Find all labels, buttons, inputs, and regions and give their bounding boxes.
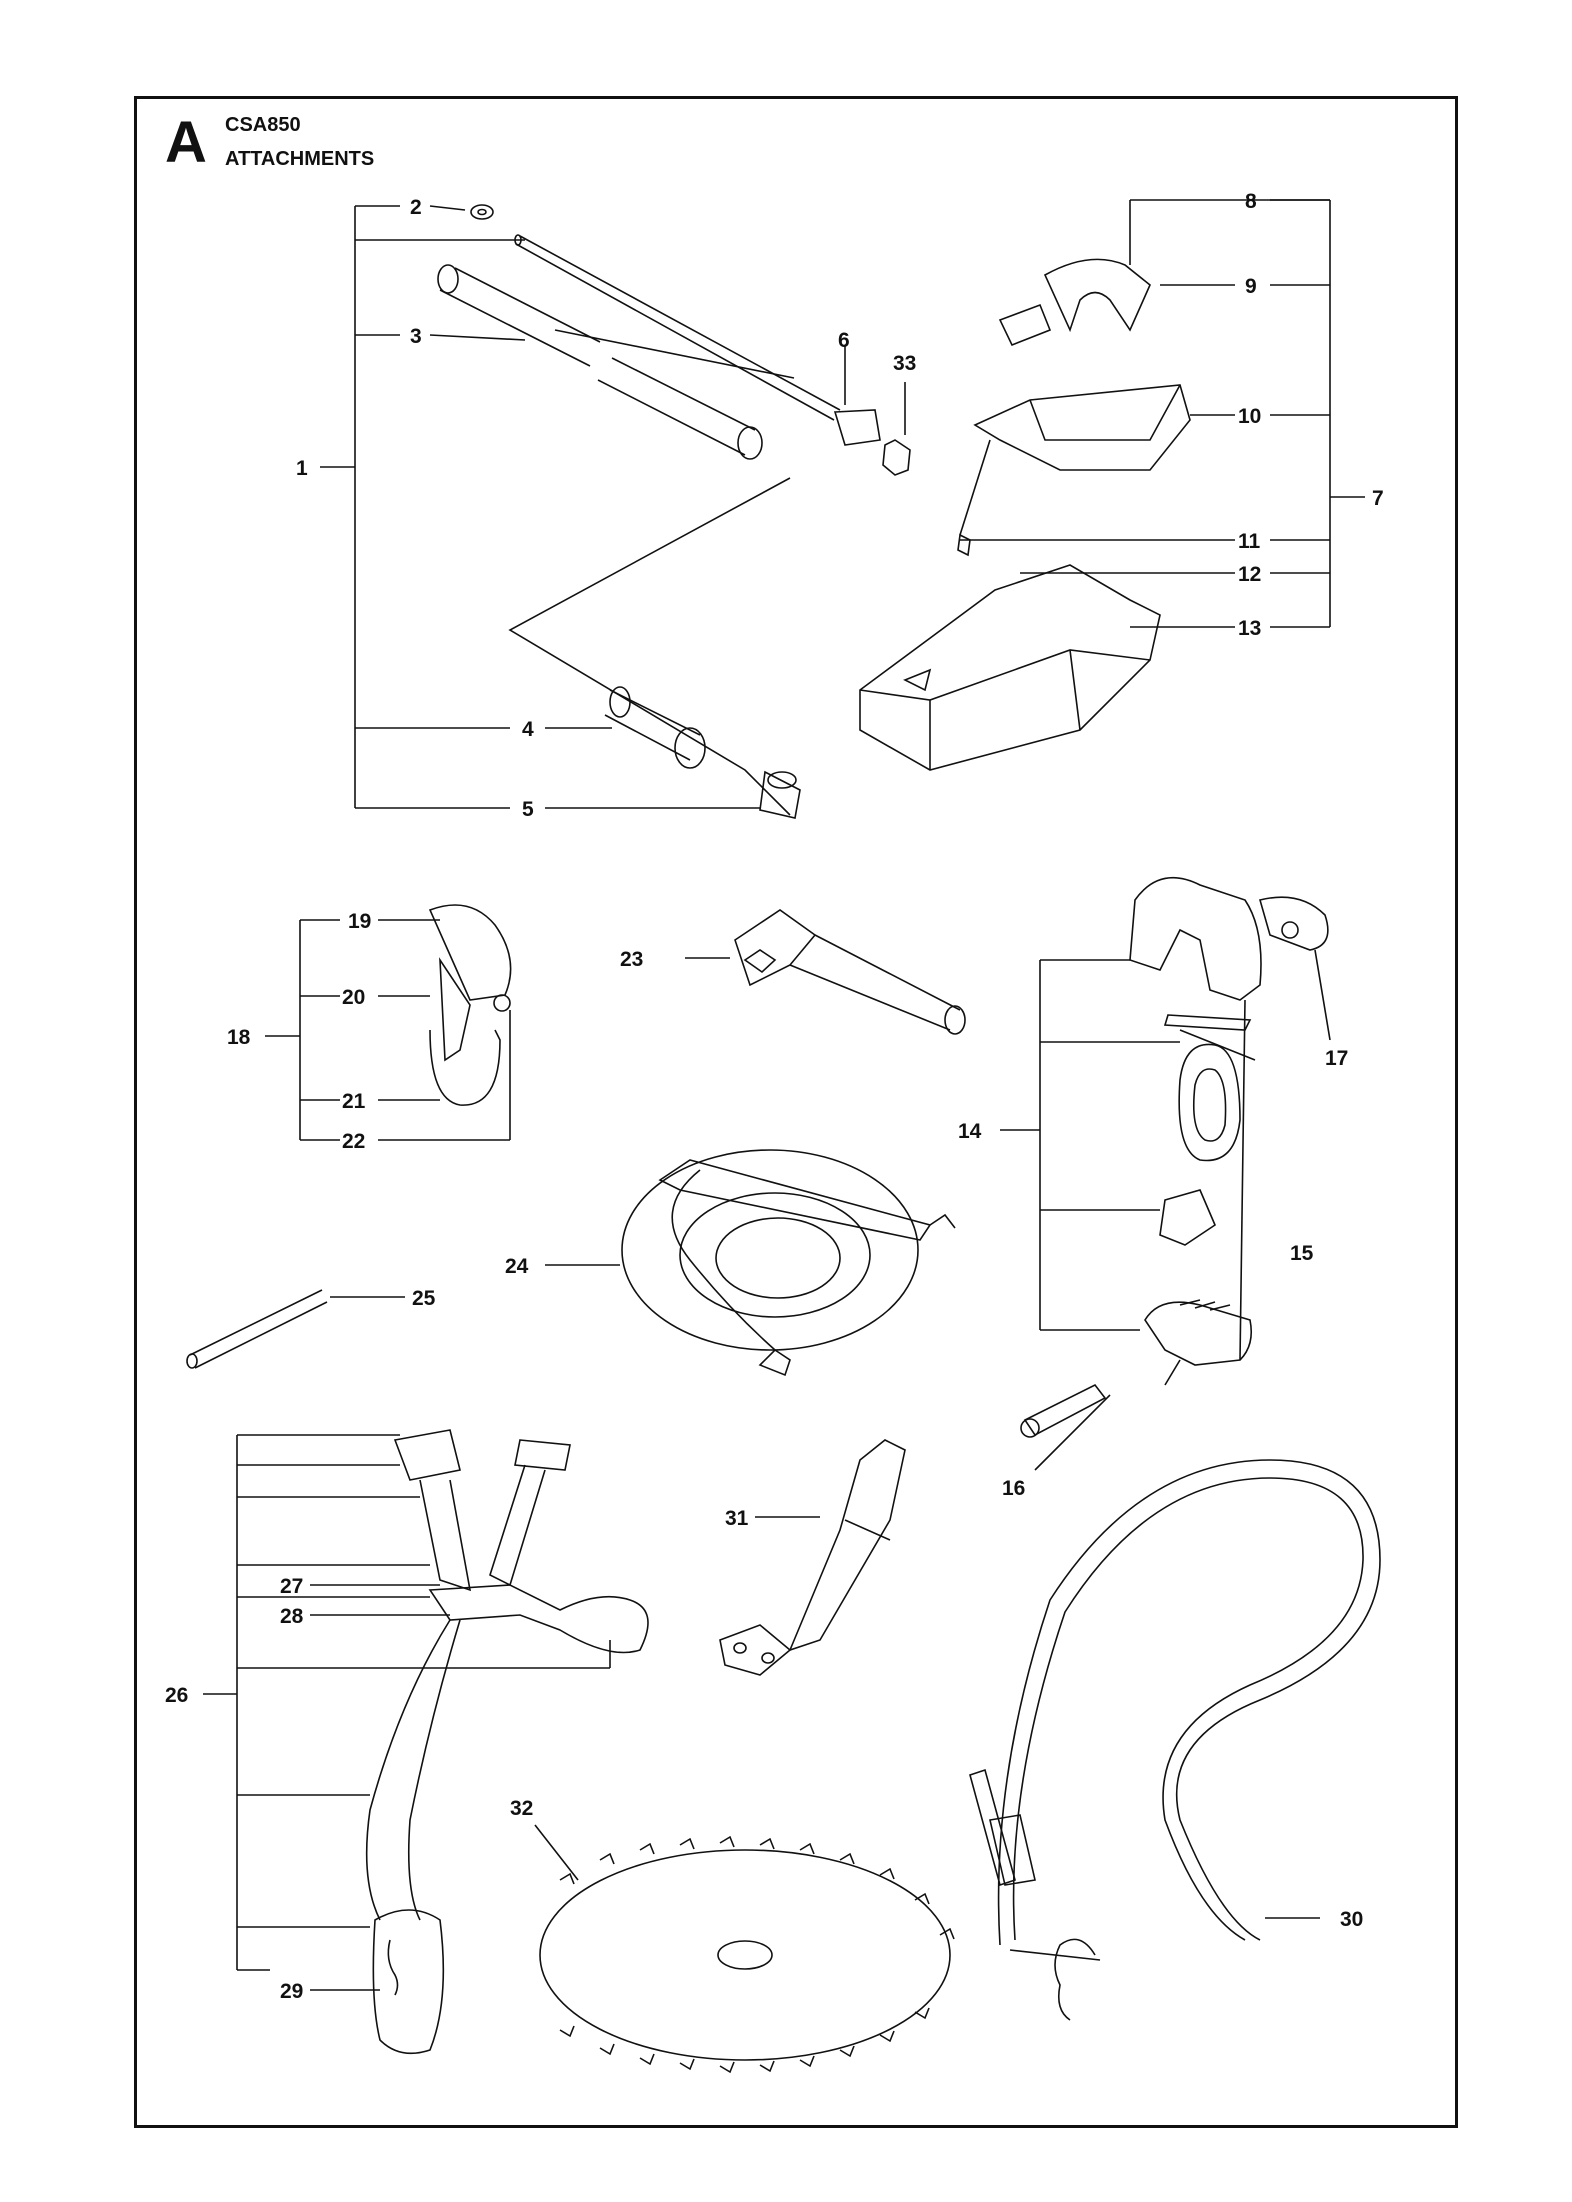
diagram-frame bbox=[134, 96, 1458, 2128]
callout-19: 19 bbox=[348, 910, 371, 933]
callout-7: 7 bbox=[1372, 487, 1384, 510]
callout-2: 2 bbox=[410, 196, 422, 219]
callout-1: 1 bbox=[296, 457, 308, 480]
callout-11: 11 bbox=[1238, 530, 1261, 553]
handle-assembly bbox=[265, 904, 512, 1141]
pin bbox=[186, 1289, 405, 1369]
callout-25: 25 bbox=[412, 1287, 436, 1310]
model-name: CSA850 bbox=[225, 114, 301, 136]
callout-17: 17 bbox=[1325, 1047, 1348, 1070]
callout-16: 16 bbox=[1002, 1477, 1025, 1500]
callout-24: 24 bbox=[505, 1255, 529, 1278]
harness bbox=[203, 1429, 649, 2055]
wrench bbox=[685, 909, 966, 1035]
callout-31: 31 bbox=[725, 1507, 749, 1530]
callout-30: 30 bbox=[1340, 1908, 1363, 1931]
bracket-group-1 bbox=[320, 205, 760, 809]
clamp-assembly bbox=[1000, 876, 1331, 1471]
clamp bbox=[719, 1439, 906, 1676]
callout-29: 29 bbox=[280, 1980, 303, 2003]
callout-9: 9 bbox=[1245, 275, 1257, 298]
callout-13: 13 bbox=[1238, 617, 1261, 640]
callout-3: 3 bbox=[410, 325, 422, 348]
line-guard bbox=[545, 1149, 956, 1377]
callout-27: 27 bbox=[280, 1575, 303, 1598]
callout-23: 23 bbox=[620, 948, 643, 971]
callout-28: 28 bbox=[280, 1605, 304, 1628]
callout-32: 32 bbox=[510, 1797, 533, 1820]
callout-26: 26 bbox=[165, 1684, 188, 1707]
guard-assembly bbox=[859, 199, 1365, 771]
callout-18: 18 bbox=[227, 1026, 251, 1049]
callout-20: 20 bbox=[342, 986, 365, 1009]
shaft-assembly bbox=[437, 204, 911, 819]
section-title: ATTACHMENTS bbox=[225, 148, 375, 170]
callout-4: 4 bbox=[522, 718, 534, 741]
callout-5: 5 bbox=[522, 798, 534, 821]
callout-22: 22 bbox=[342, 1130, 365, 1153]
callout-6: 6 bbox=[838, 329, 850, 352]
callout-15: 15 bbox=[1290, 1242, 1314, 1265]
callout-labels: 1 2 3 4 5 6 7 8 9 10 11 12 13 14 15 16 1… bbox=[165, 190, 1384, 2003]
callout-8: 8 bbox=[1245, 190, 1257, 213]
callout-21: 21 bbox=[342, 1090, 366, 1113]
section-letter: A bbox=[165, 110, 207, 175]
callout-33: 33 bbox=[893, 352, 916, 375]
callout-12: 12 bbox=[1238, 563, 1261, 586]
callout-10: 10 bbox=[1238, 405, 1261, 428]
saw-blade bbox=[534, 1824, 955, 2074]
callout-14: 14 bbox=[958, 1120, 982, 1143]
shoulder-strap bbox=[969, 1459, 1381, 2021]
